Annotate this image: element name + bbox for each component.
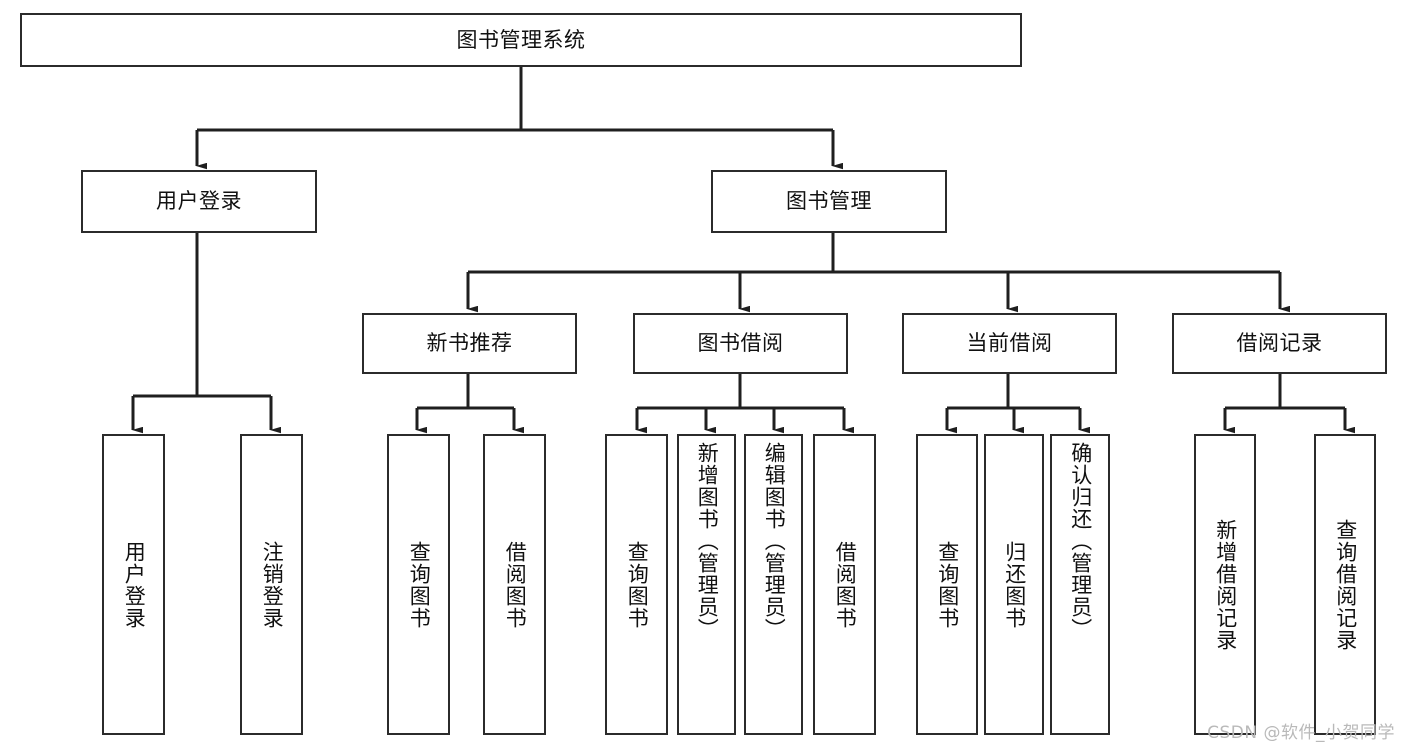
node-new-book-rec[interactable]: 新书推荐: [362, 313, 577, 374]
node-leaf-return-book[interactable]: 归还图书: [984, 434, 1044, 735]
node-root[interactable]: 图书管理系统: [20, 13, 1022, 67]
node-leaf-query-book-a-label: 查询图书: [407, 540, 432, 629]
node-leaf-borrow-book-a[interactable]: 借阅图书: [483, 434, 546, 735]
node-leaf-edit-book-label: 编辑图书（管理员）: [762, 442, 787, 640]
node-leaf-user-login[interactable]: 用户登录: [102, 434, 165, 735]
node-borrow-record[interactable]: 借阅记录: [1172, 313, 1387, 374]
node-book-manage-label: 图书管理: [786, 189, 872, 213]
node-new-book-rec-label: 新书推荐: [426, 331, 513, 355]
node-leaf-return-book-label: 归还图书: [1002, 540, 1027, 629]
node-leaf-user-login-label: 用户登录: [122, 540, 147, 629]
node-leaf-borrow-book-b-label: 借阅图书: [833, 540, 858, 629]
node-leaf-query-book-b[interactable]: 查询图书: [605, 434, 668, 735]
node-leaf-query-record[interactable]: 查询借阅记录: [1314, 434, 1376, 735]
node-leaf-logout-label: 注销登录: [260, 540, 285, 629]
node-leaf-query-book-c[interactable]: 查询图书: [916, 434, 978, 735]
node-leaf-query-record-label: 查询借阅记录: [1333, 518, 1358, 651]
node-book-manage[interactable]: 图书管理: [711, 170, 947, 233]
node-current-borrow-label: 当前借阅: [966, 331, 1053, 355]
node-book-borrow-label: 图书借阅: [697, 331, 784, 355]
node-leaf-confirm-return-label: 确认归还（管理员）: [1068, 442, 1093, 640]
node-current-borrow[interactable]: 当前借阅: [902, 313, 1117, 374]
node-leaf-query-book-a[interactable]: 查询图书: [387, 434, 450, 735]
node-leaf-borrow-book-a-label: 借阅图书: [503, 540, 528, 629]
node-leaf-add-record[interactable]: 新增借阅记录: [1194, 434, 1256, 735]
csdn-watermark: CSDN @软件_小贺同学: [1207, 723, 1395, 743]
node-leaf-edit-book[interactable]: 编辑图书（管理员）: [744, 434, 803, 735]
node-user-login[interactable]: 用户登录: [81, 170, 317, 233]
node-leaf-borrow-book-b[interactable]: 借阅图书: [813, 434, 876, 735]
node-leaf-confirm-return[interactable]: 确认归还（管理员）: [1050, 434, 1110, 735]
node-leaf-add-record-label: 新增借阅记录: [1213, 518, 1238, 651]
node-user-login-label: 用户登录: [156, 189, 242, 213]
node-book-borrow[interactable]: 图书借阅: [633, 313, 848, 374]
node-root-label: 图书管理系统: [456, 27, 586, 52]
node-leaf-add-book[interactable]: 新增图书（管理员）: [677, 434, 736, 735]
node-leaf-query-book-b-label: 查询图书: [625, 540, 650, 629]
node-leaf-query-book-c-label: 查询图书: [935, 540, 960, 629]
node-leaf-logout[interactable]: 注销登录: [240, 434, 303, 735]
node-borrow-record-label: 借阅记录: [1236, 331, 1323, 355]
node-leaf-add-book-label: 新增图书（管理员）: [695, 442, 720, 640]
